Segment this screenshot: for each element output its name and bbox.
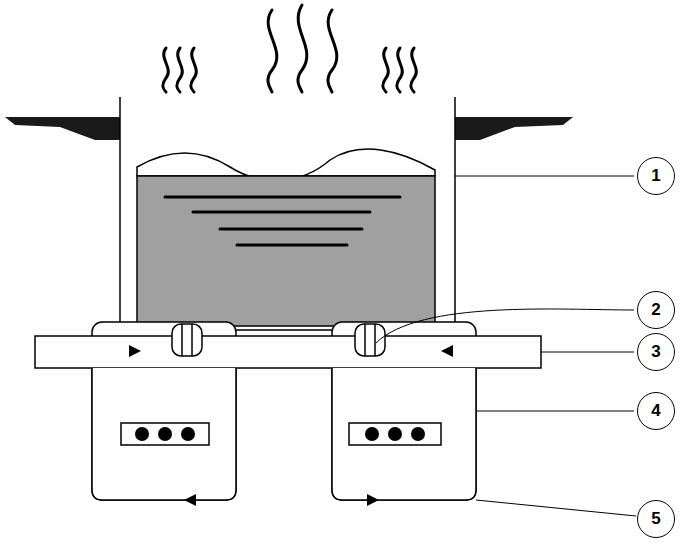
- support-bar: [35, 336, 541, 368]
- callout-number: 3: [637, 333, 675, 371]
- callout-number: 4: [637, 392, 675, 430]
- heating-units-lower: [92, 368, 476, 500]
- callout-number: 2: [637, 291, 675, 329]
- steam-waves: [163, 5, 416, 92]
- rollers: [172, 324, 385, 356]
- pot: [120, 97, 455, 330]
- flow-arrows: [129, 345, 453, 506]
- callout-number: 1: [637, 157, 675, 195]
- indicator-dots: [135, 427, 425, 441]
- callout-number: 5: [637, 500, 675, 538]
- leader-lines: [376, 176, 636, 516]
